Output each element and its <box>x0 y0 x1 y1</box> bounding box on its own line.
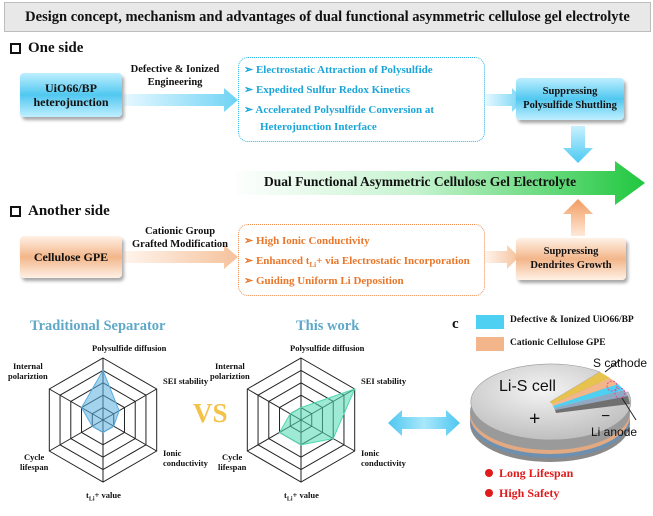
arrow-mechanism-to-dendrite <box>485 245 519 269</box>
main-green-arrow <box>230 161 645 205</box>
gpe-bullet-1: ➢ High Ionic Conductivity <box>244 235 370 247</box>
arrow-mechanism-to-result <box>485 88 524 112</box>
wedge-layer <box>554 390 628 410</box>
suppress-shuttling-box: Suppressing Polysulfide Shuttling <box>516 78 624 120</box>
radar-chart-traditional <box>48 357 158 483</box>
benefit-long-lifespan: Long Lifespan <box>499 466 574 480</box>
s-cathode-pointer <box>604 359 621 373</box>
checkbox-square-icon <box>10 206 21 217</box>
suppress-dendrites-box: Suppressing Dendrites Growth <box>516 238 626 280</box>
li-anode-label: Li anode <box>591 425 638 439</box>
legend-swatch-gpe <box>476 337 504 351</box>
red-dot-1 <box>485 469 493 477</box>
arrow-up-orange <box>563 199 593 236</box>
s-cathode-label: S cathode <box>593 356 648 370</box>
left-axis-sei: SEI stability <box>163 376 209 386</box>
uio66-bp-box: UiO66/BP heterojunction <box>20 73 122 117</box>
wedge-uio66-layer <box>553 384 624 408</box>
mechanism-bullet-1: ➢ Electrostatic Attraction of Polysulfid… <box>244 64 433 76</box>
one-side-mechanism-box <box>238 57 485 142</box>
minus-terminal: − <box>601 408 611 425</box>
cellulose-gpe-box: Cellulose GPE <box>20 236 122 278</box>
panel-c-label: c <box>452 316 459 332</box>
figure-title: Design concept, mechanism and advantages… <box>4 2 651 32</box>
highlight-circle-1 <box>606 380 618 392</box>
wedge-sulfur-layer <box>550 372 610 404</box>
benefit-high-safety: High Safety <box>499 486 560 500</box>
this-work-data-area <box>278 388 356 446</box>
vs-label: VS <box>193 398 228 428</box>
gpe-bullet-3: ➢ Guiding Uniform Li Deposition <box>244 275 404 287</box>
highlight-circle-2 <box>614 387 626 399</box>
this-work-title: This work <box>296 318 360 334</box>
mechanism-bullet-3: ➢ Accelerated Polysulfide Conversion at <box>244 104 435 116</box>
legend-swatch-uio66 <box>476 315 504 329</box>
double-arrow <box>388 410 460 436</box>
gpe-bullet-2: ➢ Enhanced tLi+ via Electrostatic Incorp… <box>244 255 470 270</box>
checkbox-square-icon <box>10 43 21 54</box>
wedge-anode-layer <box>555 396 630 413</box>
mechanism-bullet-2: ➢ Expedited Sulfur Redox Kinetics <box>244 84 411 96</box>
traditional-data-area <box>80 369 120 433</box>
wedge-gpe-layer <box>552 378 618 406</box>
radar-chart-this-work <box>246 357 356 483</box>
another-side-mechanism-box <box>238 224 485 296</box>
right-axis-sei: SEI stability <box>361 376 407 386</box>
legend-gpe: Cationic Cellulose GPE <box>510 338 606 348</box>
another-side-heading: Another side <box>10 203 110 220</box>
modification-label: Cationic Group Grafted Modification <box>132 226 228 251</box>
traditional-separator-title: Traditional Separator <box>30 318 166 334</box>
li-anode-pointer <box>621 397 637 421</box>
center-arrow-label: Dual Functional Asymmetric Cellulose Gel… <box>264 174 577 189</box>
one-side-heading: One side <box>10 40 83 57</box>
cell-label: Li-S cell <box>499 378 556 395</box>
red-dot-2 <box>485 489 493 497</box>
left-axis-tli: tLi+ value <box>86 490 121 503</box>
plus-terminal: + <box>529 408 541 430</box>
engineering-label: Defective & Ionized Engineering <box>130 64 220 89</box>
legend-uio66: Defective & Ionized UiO66/BP <box>510 315 634 325</box>
arrow-material-to-engineering <box>124 88 238 112</box>
right-axis-polysulfide: Polysulfide diffusion <box>290 343 365 353</box>
mechanism-bullet-3-cont: Heterojunction Interface <box>260 121 377 133</box>
arrow-down-blue <box>563 126 593 163</box>
arrow-gpe-to-modification <box>124 245 238 269</box>
left-axis-polysulfide: Polysulfide diffusion <box>92 343 167 353</box>
right-axis-tli: tLi+ value <box>284 490 319 503</box>
